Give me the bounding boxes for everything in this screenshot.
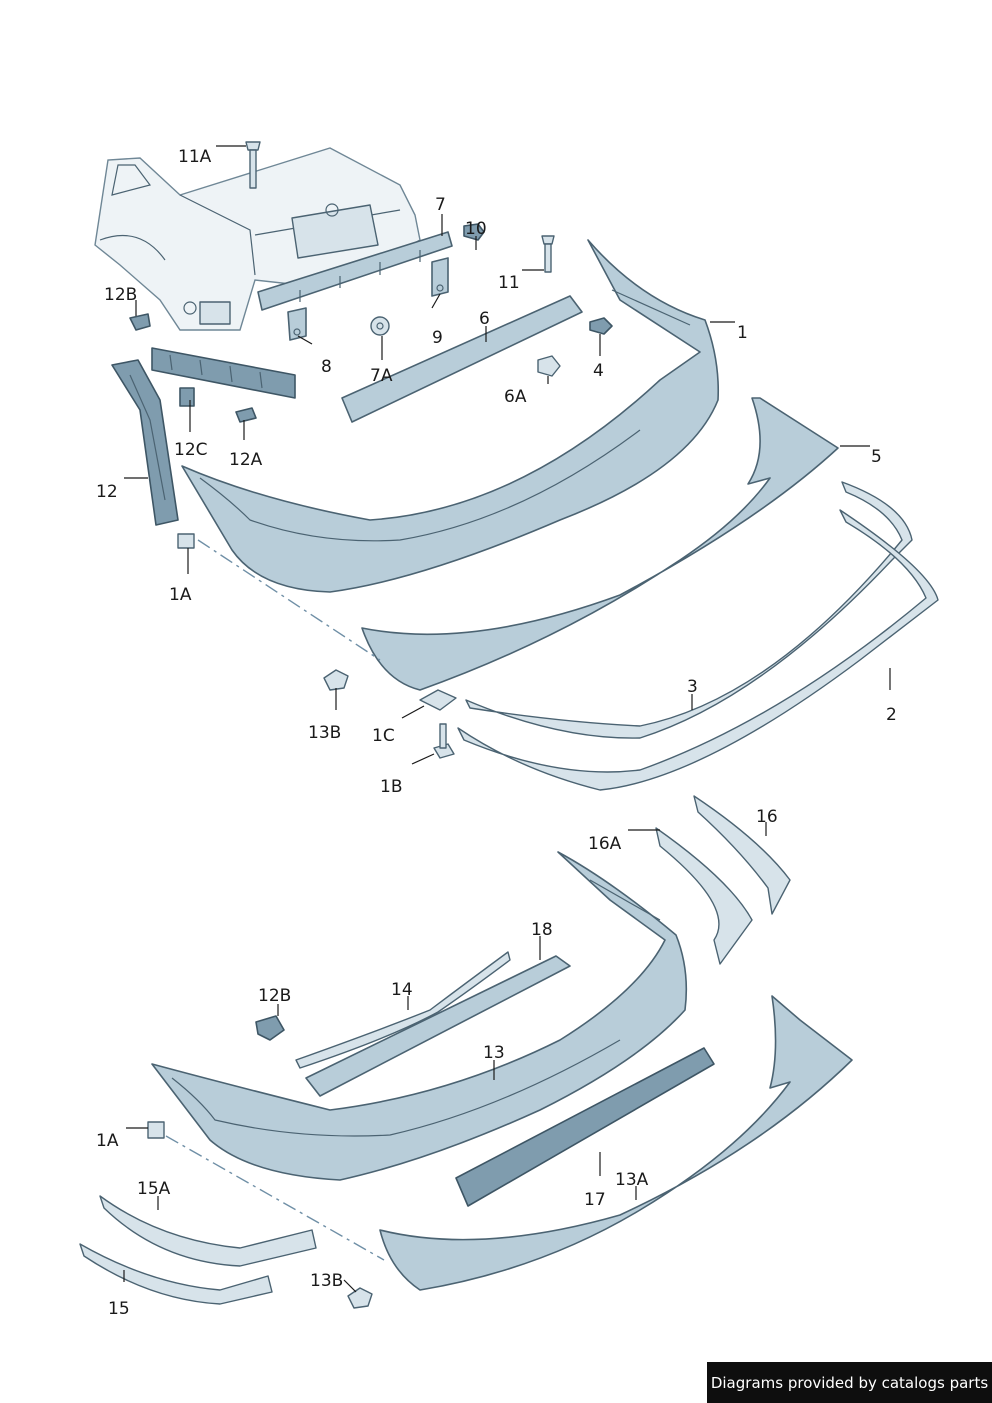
part-10-screw xyxy=(463,223,485,241)
part-5-lower-cover xyxy=(361,397,839,691)
part-1B-screw xyxy=(433,723,455,759)
part-16A-end-piece xyxy=(655,827,753,965)
callout-15A: 15A xyxy=(137,1179,171,1199)
part-18-trim-strip xyxy=(305,955,571,1097)
callout-13A: 13A xyxy=(615,1170,649,1190)
callout-7: 7 xyxy=(435,195,446,215)
callout-16: 16 xyxy=(756,807,778,827)
callout-1C: 1C xyxy=(372,726,395,746)
part-17-lower-strip xyxy=(455,1047,715,1207)
part-8-bracket xyxy=(287,307,307,341)
callout-12: 12 xyxy=(96,482,118,502)
callout-12B-top: 12B xyxy=(104,285,137,305)
part-14-trim-strip xyxy=(295,951,511,1069)
callout-13B-top: 13B xyxy=(308,723,341,743)
callout-10: 10 xyxy=(465,219,487,239)
part-13B-clip-top xyxy=(323,669,349,691)
callout-13B-bottom: 13B xyxy=(310,1271,343,1291)
callout-1: 1 xyxy=(737,323,748,343)
part-15A-end-strip xyxy=(99,1195,317,1267)
callout-4: 4 xyxy=(593,361,604,381)
part-6A-nut xyxy=(537,355,561,377)
vehicle-body-rear xyxy=(94,147,421,331)
part-9-bracket xyxy=(431,257,449,297)
footer-credit: Diagrams provided by catalogs parts xyxy=(707,1362,992,1403)
callout-9: 9 xyxy=(432,328,443,348)
callout-12A: 12A xyxy=(229,450,263,470)
part-15-end-strip xyxy=(79,1243,273,1305)
footer-credit-text: Diagrams provided by catalogs parts xyxy=(710,1373,989,1392)
callout-5: 5 xyxy=(871,447,882,467)
part-3-trim-strip xyxy=(465,481,913,739)
part-12A-screw xyxy=(235,407,257,423)
part-13B-clip-bottom xyxy=(347,1287,373,1309)
part-11A-bolt xyxy=(245,141,261,189)
callout-14: 14 xyxy=(391,980,413,1000)
leader-lines xyxy=(123,145,891,1293)
callout-8: 8 xyxy=(321,357,332,377)
callout-11A: 11A xyxy=(178,147,212,167)
callout-2: 2 xyxy=(886,705,897,725)
callout-labels: 11A 7 10 11 12B 1 6 9 8 4 7A 6A 12C 12A … xyxy=(96,147,897,1319)
callout-1A-top: 1A xyxy=(169,585,192,605)
callout-6A: 6A xyxy=(504,387,527,407)
part-2-trim-strip xyxy=(457,509,939,791)
part-1-bumper-cover xyxy=(181,239,720,593)
callout-17: 17 xyxy=(584,1190,606,1210)
callout-1B: 1B xyxy=(380,777,402,797)
part-7-impact-bar xyxy=(257,231,453,311)
part-1C-clip xyxy=(419,689,457,711)
callout-12C: 12C xyxy=(174,440,208,460)
part-6-trim-strip xyxy=(341,295,583,423)
part-12C-clip xyxy=(179,387,195,407)
callout-7A: 7A xyxy=(370,366,393,386)
part-1A-clip-bottom xyxy=(147,1121,165,1139)
callout-11: 11 xyxy=(498,273,520,293)
part-7A-nut xyxy=(370,316,390,336)
part-12B-clip-top xyxy=(129,313,151,331)
part-13-bumper-cover xyxy=(151,851,688,1181)
callout-13: 13 xyxy=(483,1043,505,1063)
part-11-screw xyxy=(541,235,555,273)
callout-12B-bottom: 12B xyxy=(258,986,291,1006)
callout-3: 3 xyxy=(687,677,698,697)
callout-16A: 16A xyxy=(588,834,622,854)
part-12-side-guide xyxy=(111,359,179,526)
part-1A-clip-top xyxy=(177,533,195,549)
part-12B-clip-bottom xyxy=(255,1015,285,1041)
part-16-end-piece xyxy=(693,795,791,915)
part-13A-lower-cover xyxy=(379,995,853,1291)
part-4-screw xyxy=(589,317,613,335)
callout-18: 18 xyxy=(531,920,553,940)
callout-1A-bottom: 1A xyxy=(96,1131,119,1151)
callout-15: 15 xyxy=(108,1299,130,1319)
callout-6: 6 xyxy=(479,309,490,329)
part-12-top-guide xyxy=(151,347,296,399)
